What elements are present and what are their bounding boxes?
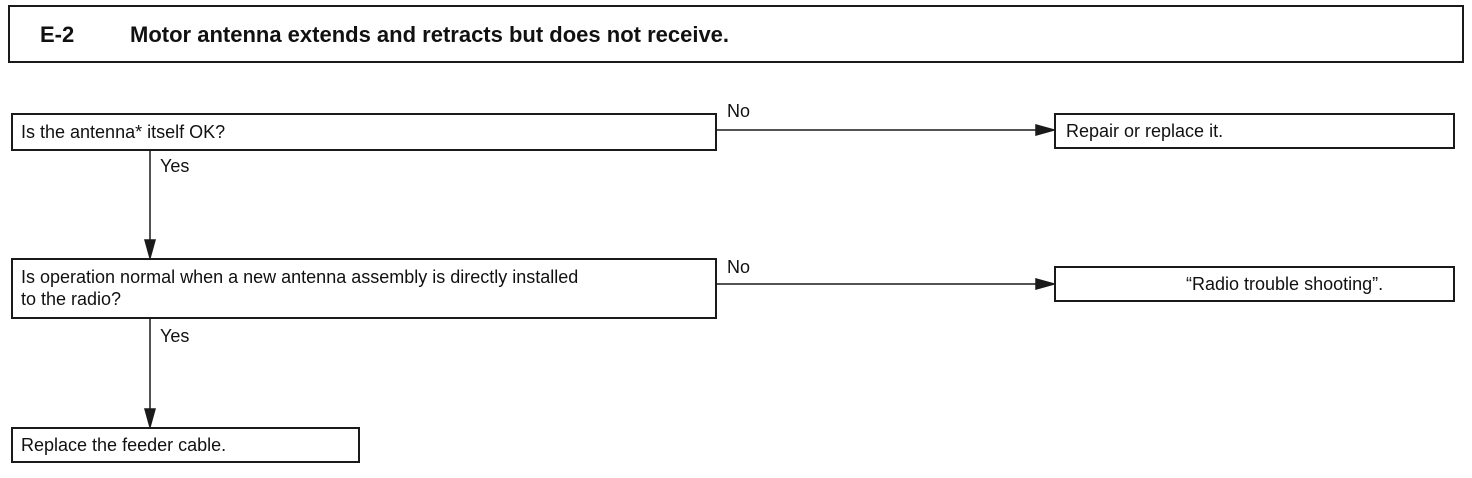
question-2-text-line1: Is operation normal when a new antenna a… (21, 267, 579, 287)
result-2-text: “Radio trouble shooting”. (1186, 274, 1384, 294)
q1-yes-label: Yes (160, 156, 190, 176)
q1-yes-arrow (144, 239, 156, 261)
question-2-box: Is operation normal when a new antenna a… (11, 258, 717, 319)
result-2-box: “Radio trouble shooting”. (1054, 266, 1455, 302)
result-1-text: Repair or replace it. (1066, 121, 1224, 141)
section-title: Motor antenna extends and retracts but d… (130, 22, 730, 47)
title-box: E-2 Motor antenna extends and retracts b… (8, 5, 1464, 63)
q1-no-label: No (727, 101, 751, 121)
question-1-text: Is the antenna* itself OK? (21, 122, 226, 142)
result-3-box: Replace the feeder cable. (11, 427, 360, 463)
section-code: E-2 (40, 22, 75, 47)
question-1-box: Is the antenna* itself OK? (11, 113, 717, 151)
q2-no-label: No (727, 257, 751, 277)
q2-yes-label: Yes (160, 326, 190, 346)
q1-no-arrow (1035, 124, 1057, 136)
result-3-text: Replace the feeder cable. (21, 435, 227, 455)
question-2-text-line2: to the radio? (21, 289, 122, 309)
q2-yes-arrow (144, 408, 156, 430)
q2-no-arrow (1035, 278, 1057, 290)
result-1-box: Repair or replace it. (1054, 113, 1455, 149)
